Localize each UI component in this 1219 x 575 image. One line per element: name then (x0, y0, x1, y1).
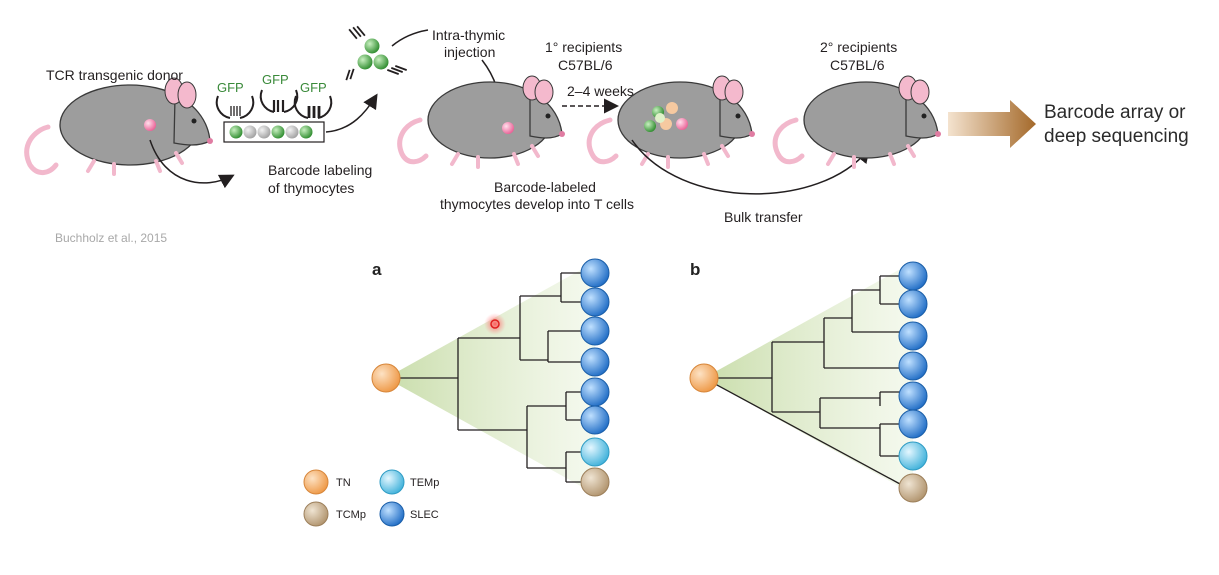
gfp-label-2: GFP (262, 72, 289, 87)
injection-line1: Intra-thymic (432, 27, 505, 43)
legend-temp-swatch (379, 469, 405, 495)
gfp-label-3: GFP (300, 80, 327, 95)
secondary-recipients-line1: 2° recipients (820, 39, 897, 55)
result-line2: deep sequencing (1044, 126, 1189, 147)
secondary-recipient-mouse (772, 75, 941, 169)
develop-line2: thymocytes develop into T cells (440, 196, 634, 212)
panel-a-label: a (372, 260, 382, 279)
legend-slec-swatch (379, 501, 405, 527)
legend-temp-label: TEMp (410, 477, 439, 489)
legend-tcmp-swatch (303, 501, 329, 527)
lineage-tree-b (689, 261, 928, 503)
develop-line1: Barcode-labeled (494, 179, 596, 195)
thymus-icon (144, 119, 156, 131)
donor-mouse (24, 77, 213, 176)
legend-tn-label: TN (336, 477, 351, 489)
result-arrow-icon (948, 100, 1036, 148)
panel-b-label: b (690, 260, 700, 279)
barcode-labeling-line1: Barcode labeling (268, 162, 372, 178)
injected-recipient-mouse (397, 75, 565, 169)
labeled-cell-cluster (345, 25, 408, 81)
legend-slec-label: SLEC (410, 509, 439, 521)
result-line1: Barcode array or (1044, 102, 1186, 123)
legend-tn-swatch (303, 469, 329, 495)
barcode-labeling-line2: of thymocytes (268, 180, 354, 196)
donor-label: TCR transgenic donor (46, 67, 183, 83)
secondary-recipients-line2: C57BL/6 (830, 57, 885, 73)
legend: TN TEMp TCMp SLEC (303, 469, 439, 527)
primary-recipients-line1: 1° recipients (545, 39, 622, 55)
credit-label: Buchholz et al., 2015 (55, 231, 167, 245)
primary-recipient-mouse (586, 75, 755, 169)
primary-recipients-line2: C57BL/6 (558, 57, 613, 73)
barcode-labeling-tray (215, 89, 333, 143)
weeks-label: 2–4 weeks (567, 83, 634, 99)
bulk-transfer-label: Bulk transfer (724, 209, 803, 225)
injection-line2: injection (444, 44, 495, 60)
gfp-label-1: GFP (217, 80, 244, 95)
legend-tcmp-label: TCMp (336, 509, 366, 521)
lineage-tree-a (371, 258, 610, 497)
